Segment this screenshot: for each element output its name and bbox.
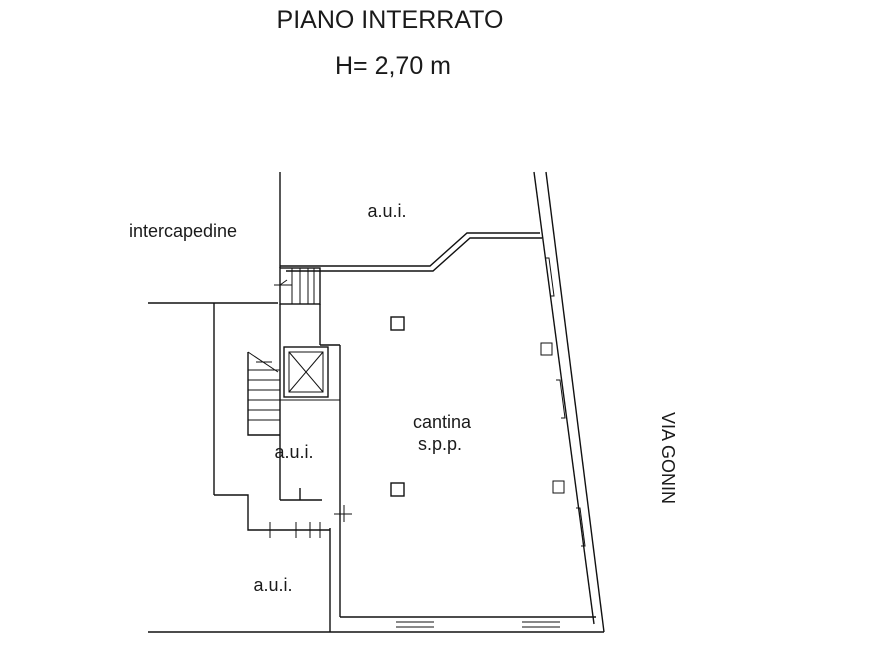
plan-height-label: H= 2,70 m [335, 52, 451, 80]
bottom-wall-openings [396, 621, 560, 628]
pillar [390, 316, 405, 331]
plan-title: PIANO INTERRATO [277, 6, 504, 34]
pillar [390, 482, 405, 497]
intercapedine-walls [148, 302, 278, 531]
room-label-aui-middle: a.u.i. [274, 442, 313, 462]
outer-walls [148, 171, 605, 633]
stair-core [247, 267, 352, 538]
room-label-intercapedine: intercapedine [129, 221, 237, 241]
room-label-aui-top: a.u.i. [367, 201, 406, 221]
room-label-aui-bottom: a.u.i. [253, 575, 292, 595]
room-label-cantina-spp: s.p.p. [418, 434, 462, 454]
street-label-via-gonin: VIA GONIN [658, 412, 678, 504]
room-label-cantina: cantina [413, 412, 472, 432]
right-wall-openings [540, 257, 586, 547]
